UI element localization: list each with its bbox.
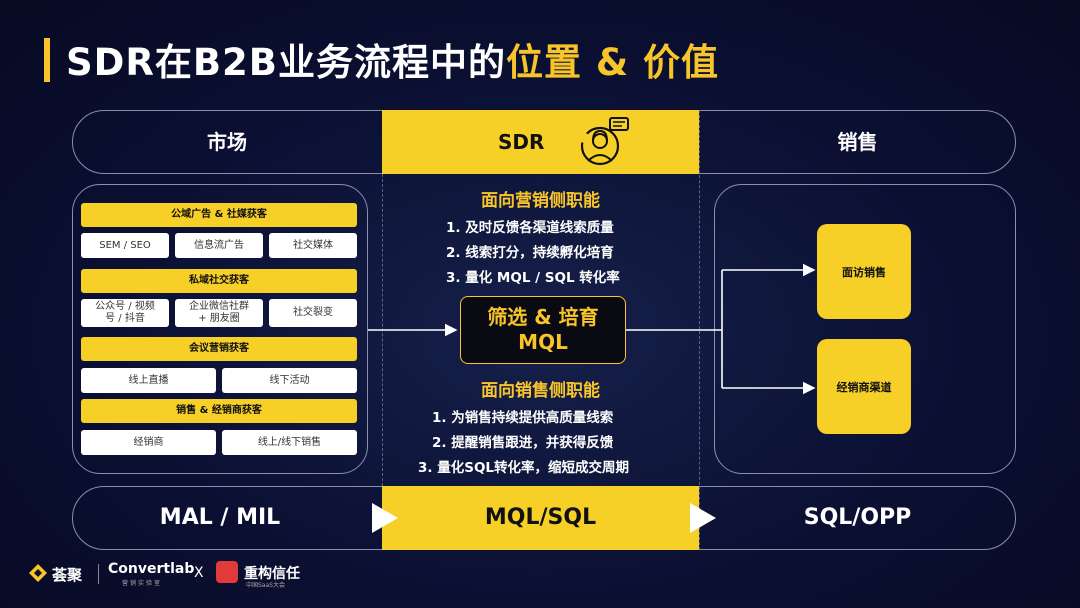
- customer-service-icon: [574, 116, 632, 174]
- brand-rebuild-trust: 重构信任: [244, 566, 300, 582]
- marketing-duties-title: 面向营销侧职能: [481, 191, 600, 211]
- sales-duties-title: 面向销售侧职能: [481, 381, 600, 401]
- market-channel-item: 线上直播: [81, 368, 216, 393]
- marketing-duty: 1. 及时反馈各渠道线索质量: [446, 220, 614, 236]
- market-channels-panel: [72, 184, 368, 474]
- market-group-label: 销售 & 经销商获客: [81, 399, 357, 423]
- marketing-duty: 3. 量化 MQL / SQL 转化率: [446, 270, 620, 286]
- market-group-label: 私域社交获客: [81, 269, 357, 293]
- center-box-line2: MQL: [518, 330, 568, 354]
- sales-duty: 2. 提醒销售跟进，并获得反馈: [432, 435, 614, 451]
- market-channel-item: 公众号 / 视频号 / 抖音: [81, 299, 169, 327]
- stage-mql-sql: MQL/SQL: [484, 505, 597, 530]
- sales-duty: 1. 为销售持续提供高质量线索: [432, 410, 614, 426]
- stage-arrow-icon: [372, 503, 398, 533]
- footer-x: X: [194, 565, 204, 581]
- sdr-stage-highlight: [382, 486, 699, 550]
- market-channel-item: SEM / SEO: [81, 233, 169, 258]
- market-channel-item: 企业微信社群 + 朋友圈: [175, 299, 263, 327]
- sales-channels-panel: [714, 184, 1016, 474]
- market-channel-item: 社交媒体: [269, 233, 357, 258]
- market-group-label: 公域广告 & 社媒获客: [81, 203, 357, 227]
- stage-arrow-icon: [690, 503, 716, 533]
- market-channel-item: 社交裂变: [269, 299, 357, 327]
- sales-column-label: 销售: [837, 130, 878, 154]
- brand-rebuild-trust-sub: 中国SaaS大会: [246, 582, 285, 589]
- sales-card-field: 面访销售: [817, 224, 911, 319]
- saas-conference-logo-icon: [216, 561, 238, 583]
- brand-convertlab-sub: 营销实验室: [122, 580, 163, 587]
- center-box-line1: 筛选 & 培育: [487, 305, 599, 329]
- sdr-column-label: SDR: [498, 130, 545, 154]
- market-channel-item: 信息流广告: [175, 233, 263, 258]
- sdr-header-highlight: [382, 110, 699, 174]
- huiju-logo-icon: [28, 563, 48, 587]
- stage-mal-mil: MAL / MIL: [159, 505, 281, 530]
- market-channel-item: 线下活动: [222, 368, 357, 393]
- screening-nurturing-box: 筛选 & 培育 MQL: [460, 296, 626, 364]
- market-column-label: 市场: [207, 130, 247, 154]
- brand-huiju: 荟聚: [52, 566, 83, 584]
- marketing-duty: 2. 线索打分，持续孵化培育: [446, 245, 614, 261]
- market-channel-item: 经销商: [81, 430, 216, 455]
- footer-divider: [98, 564, 99, 584]
- market-channel-item: 线上/线下销售: [222, 430, 357, 455]
- stage-sql-opp: SQL/OPP: [803, 505, 912, 530]
- sales-duty: 3. 量化SQL转化率，缩短成交周期: [418, 460, 630, 476]
- brand-convertlab: Convertlab: [108, 561, 195, 577]
- market-group-label: 会议营销获客: [81, 337, 357, 361]
- sales-card-dealer: 经销商渠道: [817, 339, 911, 434]
- page-title: SDR在B2B业务流程中的位置 & 价值: [66, 41, 720, 84]
- title-accent-bar: [44, 38, 50, 82]
